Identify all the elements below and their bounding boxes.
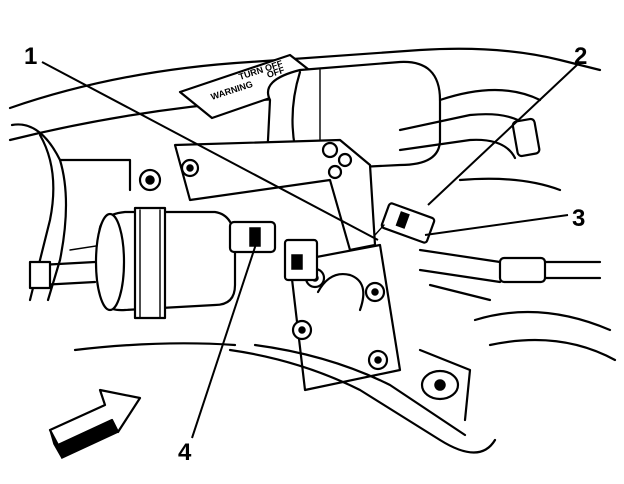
leader-line-2	[427, 63, 579, 206]
hoses	[398, 88, 602, 302]
bolt-icon	[337, 152, 353, 168]
leader-line-3	[424, 214, 569, 236]
callout-1: 1	[24, 43, 37, 70]
leader-line-1	[41, 61, 379, 241]
bolt-icon	[321, 141, 339, 159]
forward-arrow-icon	[48, 388, 142, 460]
leader-line-4	[191, 237, 259, 439]
electrical-connector	[228, 220, 319, 282]
control-module	[288, 243, 402, 392]
cross-member	[73, 310, 617, 454]
fuel-filter	[28, 206, 237, 320]
callout-3: 3	[572, 205, 585, 232]
bolt-icon	[327, 164, 343, 180]
harness-connector	[374, 202, 436, 244]
leader-lines	[41, 61, 579, 439]
callout-2: 2	[574, 43, 587, 70]
callout-4: 4	[178, 439, 192, 466]
